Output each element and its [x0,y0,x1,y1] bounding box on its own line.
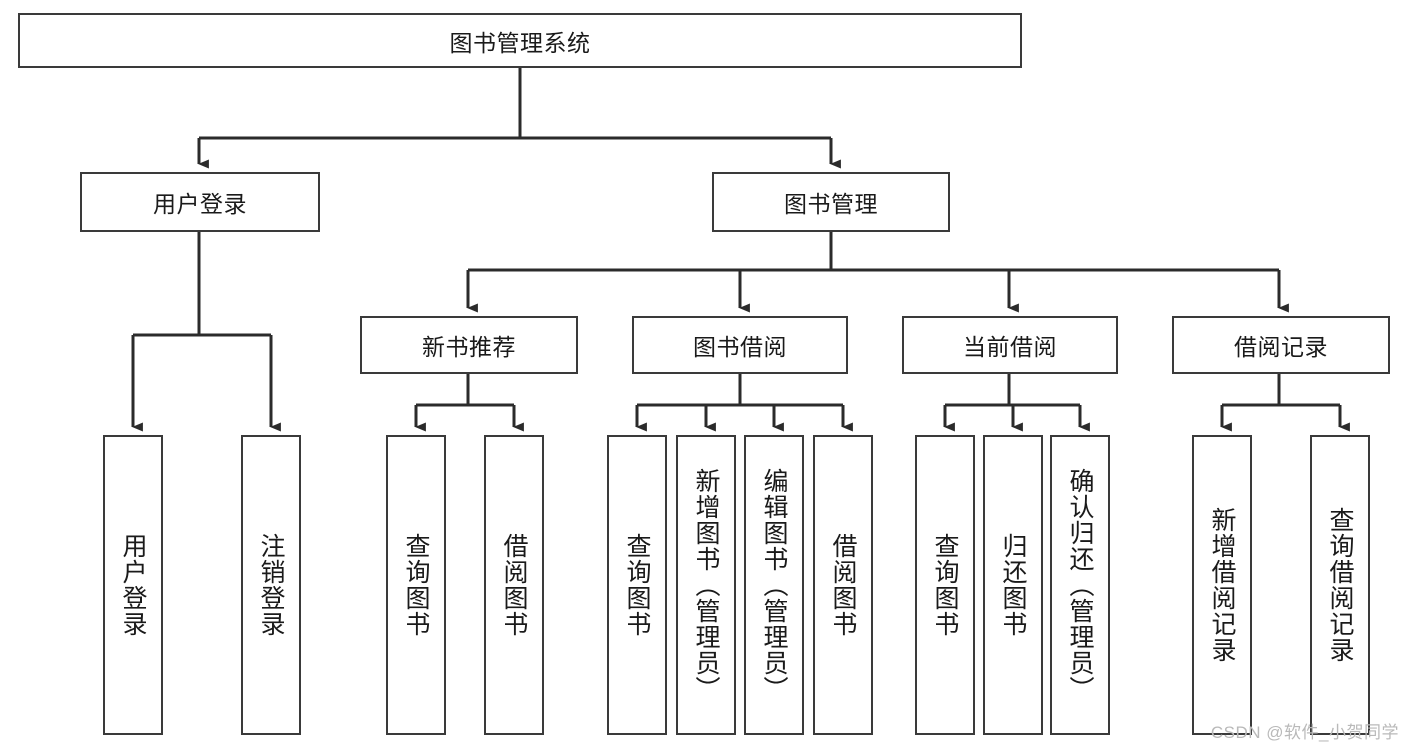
node-new-book-recommendation[interactable]: 新书推荐 [360,316,578,374]
watermark: CSDN @软件_小贺同学 [1210,723,1399,742]
node-book-borrow[interactable]: 图书借阅 [632,316,848,374]
node-book-manage[interactable]: 图书管理 [712,172,950,232]
node-borrow-record[interactable]: 借阅记录 [1172,316,1390,374]
leaf-return-book[interactable]: 归还图书 [983,435,1043,735]
leaf-logout[interactable]: 注销登录 [241,435,301,735]
leaf-user-login[interactable]: 用户登录 [103,435,163,735]
leaf-query-borrow-record[interactable]: 查询借阅记录 [1310,435,1370,735]
node-root[interactable]: 图书管理系统 [18,13,1022,68]
leaf-borrow-book-recommendation[interactable]: 借阅图书 [484,435,544,735]
leaf-add-borrow-record[interactable]: 新增借阅记录 [1192,435,1252,735]
leaf-query-book-borrow[interactable]: 查询图书 [607,435,667,735]
leaf-query-book-current[interactable]: 查询图书 [915,435,975,735]
node-user-login[interactable]: 用户登录 [80,172,320,232]
leaf-confirm-return-admin[interactable]: 确认归还（管理员） [1050,435,1110,735]
node-current-borrow[interactable]: 当前借阅 [902,316,1118,374]
leaf-edit-book-admin[interactable]: 编辑图书（管理员） [744,435,804,735]
leaf-query-book-recommendation[interactable]: 查询图书 [386,435,446,735]
leaf-borrow-book[interactable]: 借阅图书 [813,435,873,735]
leaf-add-book-admin[interactable]: 新增图书（管理员） [676,435,736,735]
